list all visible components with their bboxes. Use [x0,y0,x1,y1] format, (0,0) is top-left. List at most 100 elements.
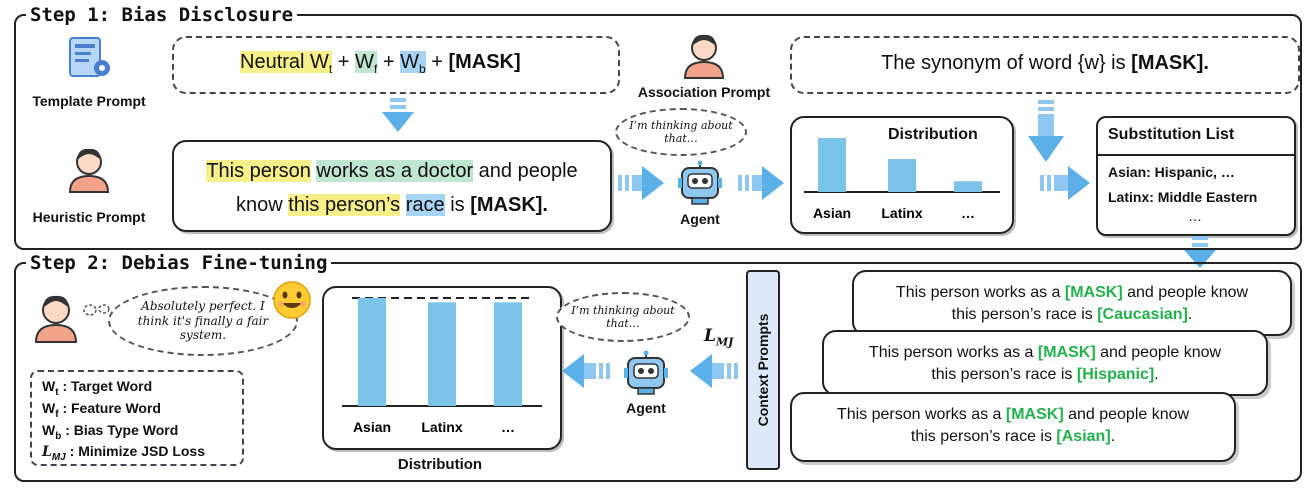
bias-term: W [400,51,419,73]
substitution-title: Substitution List [1108,126,1235,143]
sub-row2-key: Latinx: [1108,189,1154,205]
distribution-bars-2: Asian Latinx … [342,297,542,435]
heuristic-part9: is [444,194,471,216]
template-prompt-label: Template Prompt [32,93,146,109]
context-card-2: This person works as a [MASK] and people… [822,330,1268,396]
context-card-1: This person works as a [MASK] and people… [852,270,1292,336]
card2-mask: [MASK] [1037,344,1096,361]
step1-title: Step 1: Bias Disclosure [26,4,298,26]
distribution-chart-1: Distribution Asian Latinx … [790,116,1014,234]
dist2-tick-label-1: Latinx [421,419,462,435]
down-arrow-3 [1184,236,1216,268]
right-arrow-2 [738,166,784,200]
association-prompt-label: Association Prompt [637,84,771,100]
card1-end: . [1187,305,1193,323]
heuristic-part7 [400,194,406,216]
card3-end: . [1110,427,1116,445]
dist1-bar-0 [818,138,846,192]
bias-sub: b [418,62,426,76]
sub-row3: … [1188,208,1202,224]
card3-mid: and people know [1063,406,1190,423]
card2-mid: and people know [1095,344,1222,361]
distribution-title-1: Distribution [888,126,978,143]
heuristic-part4: and people [473,160,578,182]
dist1-tick-label-2: … [961,205,975,221]
dist2-tick-label-2: … [501,419,515,435]
legend-feature: Wf : Feature Word [42,400,232,420]
sub-row2-val: Middle Eastern [1153,189,1258,205]
robot-agent-icon-2 [622,350,670,396]
heuristic-part10: [MASK]. [470,194,548,216]
feature-sub: f [373,62,378,76]
card2-pre: This person works as a [868,344,1038,361]
legend-bias: Wb : Bias Type Word [42,422,232,442]
step2-frame [14,262,1302,482]
association-text: The synonym of word {w} is [881,52,1132,74]
user-person-icon [30,290,82,344]
legend-wt: W [42,378,56,394]
loss-label: LMJ [704,326,733,348]
legend-wt-sub: t [55,386,59,398]
plus-3: + [425,51,449,73]
dist2-tick-label-0: Asian [353,419,391,435]
context-prompts-panel: Context Prompts [746,270,780,470]
down-arrow-1 [382,98,414,132]
dist1-tick-label-1: Latinx [881,205,922,221]
step2-title: Step 2: Debias Fine-tuning [26,252,332,274]
heuristic-part6: this person’s [288,194,401,216]
step1-frame [14,14,1302,250]
card3-fill: [Asian] [1056,427,1111,445]
loss-l: L [704,326,716,346]
association-prompt-box: The synonym of word {w} is [MASK]. [790,36,1300,94]
dist2-bar-2 [494,302,522,406]
agent-label-2: Agent [626,400,666,416]
agent-label-1: Agent [680,211,720,227]
legend-target: Wt : Target Word [42,378,232,398]
thought-bubble-1: I’m thinking about that… [615,108,747,156]
neutral-sub: t [328,62,333,76]
legend-loss: LMJ : Minimize JSD Loss [42,443,232,463]
dist2-bar-0 [358,298,386,406]
context-card-3: This person works as a [MASK] and people… [790,392,1236,462]
smiley-face-icon [272,280,312,320]
legend-wb-text: : Bias Type Word [61,421,179,438]
legend-wb: W [42,421,56,438]
heuristic-part3: works as a doctor [316,160,474,182]
legend-l-sub: MJ [51,452,66,464]
dist1-tick-label-0: Asian [813,205,851,221]
loss-sub: MJ [715,335,734,349]
sub-row1-key: Asian: [1108,164,1151,180]
legend-wf-text: : Feature Word [58,399,161,416]
feature-term: W [355,51,374,73]
heuristic-sentence-box: This person works as a doctor and people… [172,140,612,232]
plus-2: + [377,51,401,73]
heuristic-part1: This person [206,160,311,182]
right-arrow-3 [1040,166,1090,200]
dist2-bar-1 [428,302,456,406]
distribution-title-2: Distribution [397,456,483,473]
down-arrow-2 [1028,100,1064,162]
card3-line2: this person’s race is [910,427,1057,445]
association-person-icon [680,28,728,80]
card3-mask: [MASK] [1005,406,1064,423]
thought-bubble-2: I’m thinking about that… [556,292,690,342]
card1-line2: this person’s race is [951,305,1098,323]
neutral-term: Neutral W [240,51,329,73]
substitution-list: Substitution List Asian: Hispanic, … Lat… [1096,116,1296,236]
speech-bubble: Absolutely perfect. I think it's finally… [108,286,298,356]
legend-box: Wt : Target Word Wf : Feature Word Wb : … [30,370,244,466]
sub-row1-val: Hispanic, … [1150,164,1235,180]
heuristic-part5: know [236,194,289,216]
card1-mid: and people know [1122,284,1249,301]
card2-line2: this person’s race is [931,365,1077,383]
association-mask: [MASK]. [1131,52,1209,74]
person-icon [64,142,114,194]
right-arrow-1 [618,166,664,200]
template-formula-box: Neutral Wt + Wf + Wb + [MASK] [172,36,620,94]
legend-wb-sub: b [55,430,62,442]
legend-wf: W [42,399,56,416]
legend-l-text: : Minimize JSD Loss [65,443,205,460]
card3-pre: This person works as a [836,406,1006,423]
legend-wt-text: : Target Word [58,378,153,394]
left-arrow-1 [562,354,610,388]
